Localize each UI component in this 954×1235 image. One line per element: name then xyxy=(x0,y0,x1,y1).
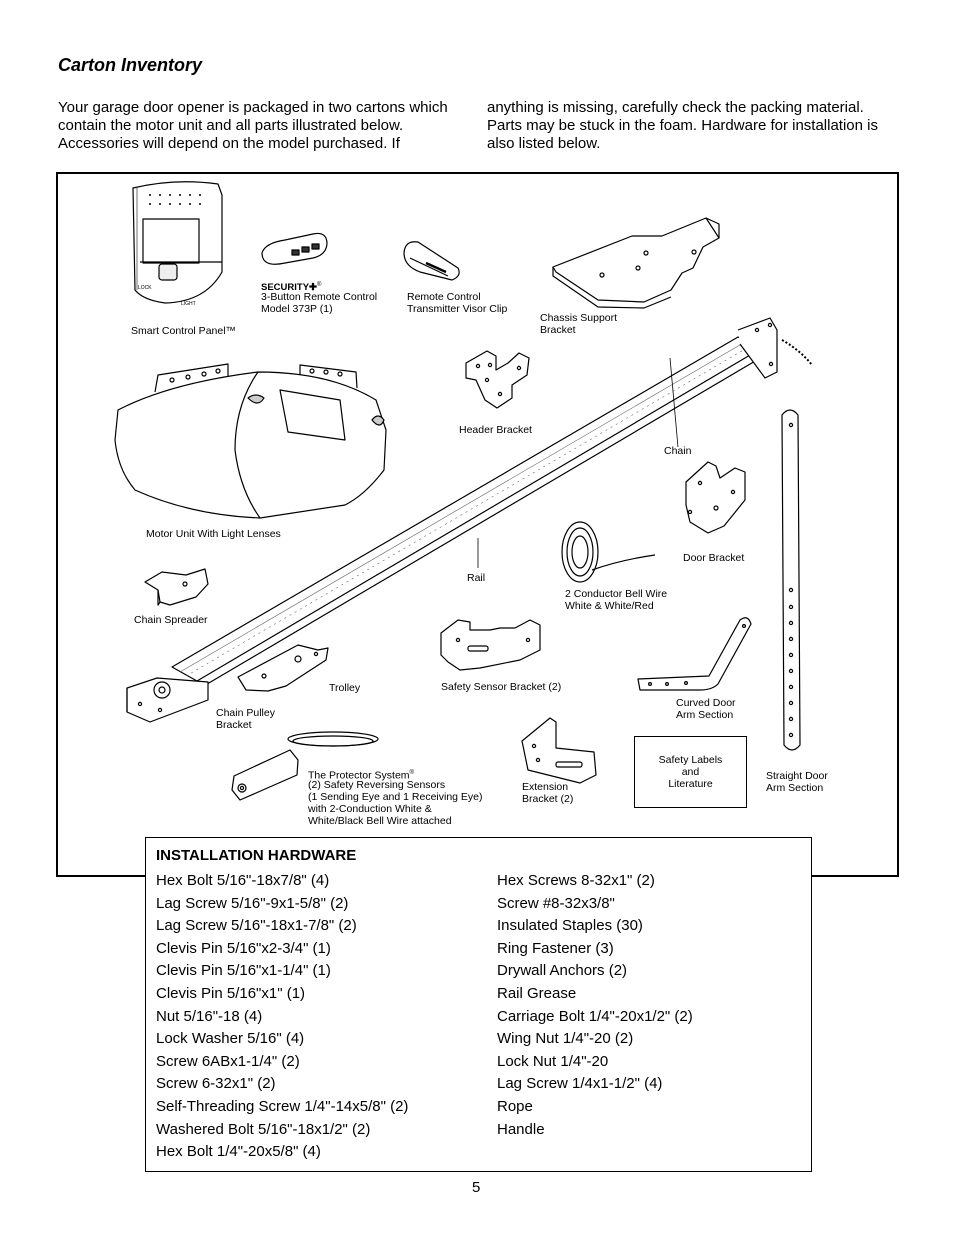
bell-wire-label: 2 Conductor Bell Wire White & White/Red xyxy=(565,588,668,612)
protector-system-illustration xyxy=(231,731,379,801)
remote-brand-label: SECURITY✚® xyxy=(261,279,321,294)
list-item: Lag Screw 1/4x1-1/2" (4) xyxy=(497,1075,663,1093)
list-item: Nut 5/16"-18 (4) xyxy=(156,1007,263,1025)
list-item: Lag Screw 5/16"-18x1-7/8" (2) xyxy=(156,917,357,935)
chain-spreader-illustration xyxy=(144,568,209,606)
rail-label: Rail xyxy=(467,572,486,584)
header-bracket-label: Header Bracket xyxy=(459,424,532,436)
straight-door-arm-label: Straight Door Arm Section xyxy=(766,770,828,794)
list-item: Hex Bolt 5/16"-18x7/8" (4) xyxy=(156,872,330,889)
visor-clip-label: Remote Control Transmitter Visor Clip xyxy=(407,291,508,315)
door-bracket-label: Door Bracket xyxy=(683,552,745,564)
list-item: Self-Threading Screw 1/4"-14x5/8" (2) xyxy=(156,1097,409,1115)
protector-system-title-text: The Protector System xyxy=(308,769,410,782)
safety-sensor-bracket-illustration xyxy=(440,619,541,671)
chain-pulley-bracket-label: Chain Pulley Bracket xyxy=(216,707,275,731)
header-bracket-illustration xyxy=(465,350,530,409)
remote-control-label: 3-Button Remote Control Model 373P (1) xyxy=(261,291,378,315)
installation-hardware-box: INSTALLATION HARDWARE Hex Bolt 5/16"-18x… xyxy=(145,837,812,1172)
visor-clip-illustration xyxy=(403,241,460,281)
list-item: Clevis Pin 5/16"x1" (1) xyxy=(156,984,306,1002)
intro-text-left: Your garage door opener is packaged in t… xyxy=(58,99,448,152)
page-title: Carton Inventory xyxy=(58,55,203,75)
list-item: Drywall Anchors (2) xyxy=(497,962,628,980)
list-item: Wing Nut 1/4"-20 (2) xyxy=(497,1030,634,1048)
list-item: Hex Screws 8-32x1" (2) xyxy=(497,872,655,889)
list-item: Handle xyxy=(497,1120,545,1138)
curved-door-arm-illustration xyxy=(637,617,752,691)
safety-sensor-bracket-label: Safety Sensor Bracket (2) xyxy=(441,681,562,693)
list-item: Lock Nut 1/4"-20 xyxy=(497,1052,609,1070)
trolley-label: Trolley xyxy=(329,682,361,694)
list-item: Rope xyxy=(497,1097,533,1115)
hardware-list-left: Hex Bolt 5/16"-18x7/8" (4) Lag Screw 5/1… xyxy=(156,872,408,1166)
chain-label: Chain xyxy=(664,445,692,457)
protector-system-mark: ® xyxy=(409,770,414,776)
installation-hardware-heading: INSTALLATION HARDWARE xyxy=(156,847,357,864)
extension-bracket-label: Extension Bracket (2) xyxy=(522,781,574,805)
safety-labels-box: Safety Labels and Literature xyxy=(634,736,747,808)
remote-control-illustration xyxy=(261,232,328,265)
remote-brand-mark: ® xyxy=(317,282,322,288)
list-item: Lag Screw 5/16"-9x1-5/8" (2) xyxy=(156,894,349,912)
page-number: 5 xyxy=(472,1179,481,1196)
hardware-list-right: Hex Screws 8-32x1" (2) Screw #8-32x3/8" … xyxy=(497,872,693,1143)
intro-text-right: anything is missing, carefully check the… xyxy=(487,99,878,152)
motor-unit-label: Motor Unit With Light Lenses xyxy=(146,528,281,540)
safety-labels-label: Safety Labels and Literature xyxy=(658,754,723,790)
motor-unit-illustration xyxy=(114,363,387,519)
panel-lock-text: LOCK xyxy=(138,285,152,291)
panel-light-text: LIGHT xyxy=(181,301,196,307)
smart-control-panel-label: Smart Control Panel™ xyxy=(131,325,237,337)
list-item: Ring Fastener (3) xyxy=(497,939,614,957)
curved-door-arm-label: Curved Door Arm Section xyxy=(676,697,736,721)
chain-spreader-label: Chain Spreader xyxy=(134,614,208,626)
list-item: Screw 6ABx1-1/4" (2) xyxy=(156,1052,300,1070)
chassis-bracket-illustration xyxy=(552,217,720,309)
protector-system-title-label: The Protector System® xyxy=(308,767,414,782)
chain-pulley-bracket-illustration xyxy=(126,677,209,723)
extension-bracket-illustration xyxy=(521,717,597,784)
list-item: Hex Bolt 1/4"-20x5/8" (4) xyxy=(156,1143,321,1161)
list-item: Screw 6-32x1" (2) xyxy=(156,1075,276,1093)
list-item: Clevis Pin 5/16"x1-1/4" (1) xyxy=(156,962,331,980)
bell-wire-illustration xyxy=(561,521,656,583)
trolley-illustration xyxy=(237,644,329,692)
protector-system-label: (2) Safety Reversing Sensors (1 Sending … xyxy=(308,779,483,827)
list-item: Rail Grease xyxy=(497,984,577,1002)
list-item: Lock Washer 5/16" (4) xyxy=(156,1030,305,1048)
list-item: Carriage Bolt 1/4"-20x1/2" (2) xyxy=(497,1007,693,1025)
chassis-bracket-label: Chassis Support Bracket xyxy=(540,312,618,336)
list-item: Screw #8-32x3/8" xyxy=(497,894,615,912)
list-item: Clevis Pin 5/16"x2-3/4" (1) xyxy=(156,939,331,957)
door-bracket-illustration xyxy=(685,461,746,534)
smart-control-panel-illustration: LOCK LIGHT xyxy=(132,181,223,307)
straight-door-arm-illustration xyxy=(781,409,801,751)
remote-brand-text: SECURITY✚ xyxy=(261,282,317,294)
list-item: Washered Bolt 5/16"-18x1/2" (2) xyxy=(156,1120,371,1138)
list-item: Insulated Staples (30) xyxy=(497,917,643,935)
